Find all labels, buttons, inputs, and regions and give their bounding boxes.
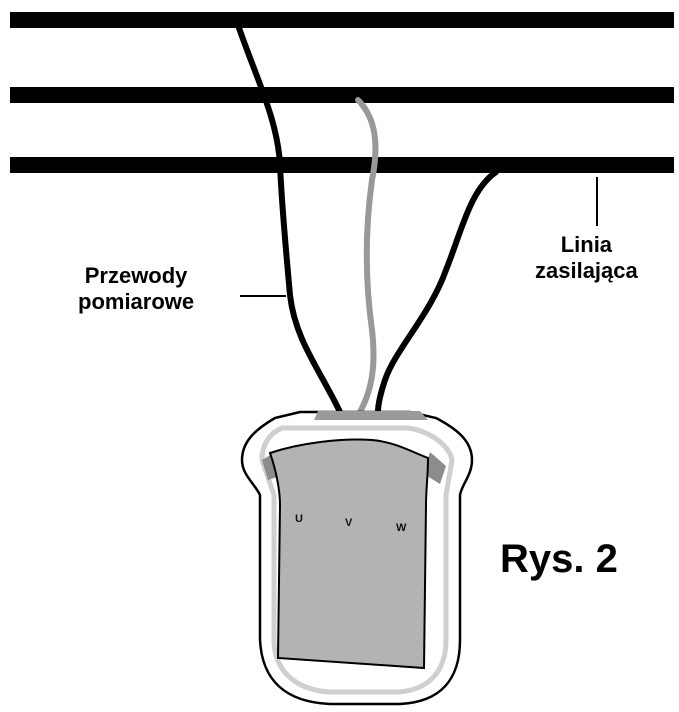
terminal-label-v: V: [345, 517, 353, 529]
terminal-label-w: W: [396, 522, 407, 534]
terminal-label-u: U: [295, 513, 303, 525]
measurement-wires-label: Przewody pomiarowe: [78, 263, 194, 315]
power-line-conductor-3: [10, 157, 674, 173]
power-line-conductor-1: [10, 12, 674, 28]
device-shoulder-right: [424, 452, 446, 484]
supply-line-label: Linia zasilająca: [535, 232, 638, 284]
measurement-wires-label-line2: pomiarowe: [78, 288, 195, 314]
device-top-band: [314, 411, 428, 420]
device-inner-rim: [259, 425, 455, 695]
measuring-device: [240, 410, 474, 706]
measurement-wire-3: [375, 169, 499, 415]
device-panel: [268, 438, 430, 670]
measurement-wire-2: [355, 97, 379, 415]
measurement-wire-1: [235, 22, 343, 415]
power-line-conductor-2: [10, 87, 674, 103]
measurement-wires-label-line1: Przewody: [84, 263, 188, 288]
figure-caption: Rys. 2: [500, 537, 618, 581]
supply-line-label-line1: Linia: [560, 232, 613, 257]
supply-line-label-line2: zasilająca: [535, 257, 638, 283]
